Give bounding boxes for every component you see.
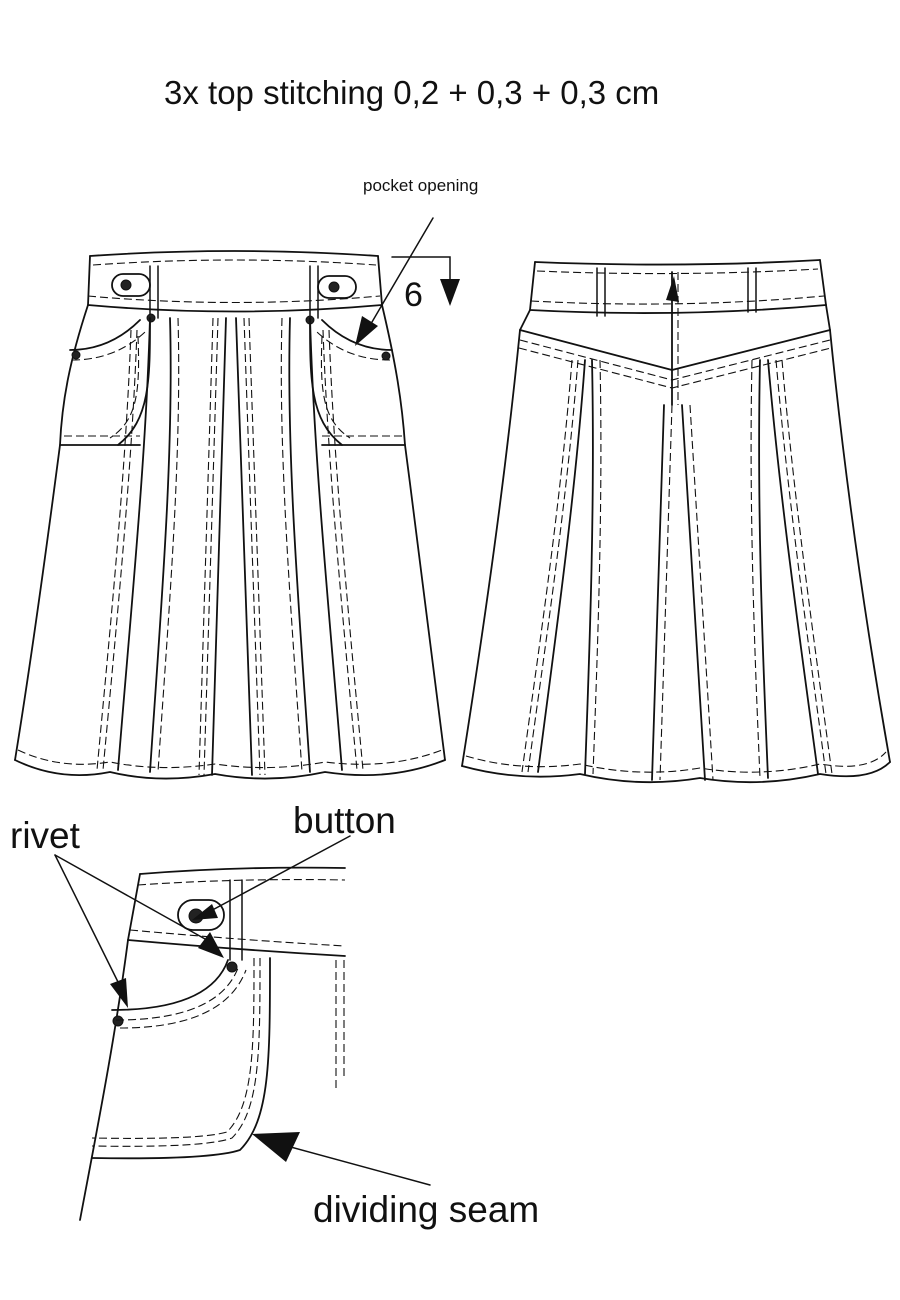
front-right-side-seam (381, 304, 446, 761)
pointer-button (204, 835, 351, 915)
belt-loop-left (149, 265, 159, 319)
arrowhead-button (192, 904, 218, 920)
front-waistband-left-edge (87, 255, 91, 306)
belt-loop-right (309, 265, 319, 319)
front-pocket-right-stitch (316, 331, 391, 361)
skirt-front-view (14, 217, 460, 780)
front-panel-seams (96, 317, 364, 776)
arrowhead-dividing-seam (252, 1132, 300, 1162)
button-tab-left (111, 273, 151, 297)
rivet-icon-front-right (381, 351, 391, 361)
label-dividing-seam: dividing seam (313, 1189, 540, 1230)
button-icon-left (120, 279, 132, 291)
rivet-icon-front-left (71, 350, 81, 360)
detail-rivet-icon-left (112, 1015, 124, 1027)
front-waistband-stitch-bottom (87, 295, 381, 304)
measure-bracket-6 (391, 256, 451, 283)
front-left-side-seam (14, 304, 89, 761)
label-pocket-opening: pocket opening (363, 176, 479, 195)
label-rivet: rivet (10, 815, 80, 856)
front-waistband-top (89, 250, 379, 257)
button-icon-right (328, 281, 340, 293)
label-button: button (293, 800, 396, 841)
front-hem-stitch (17, 749, 443, 769)
front-waistband-right-edge (377, 255, 383, 306)
front-pocket-left-opening (69, 319, 141, 351)
title-top-stitching: 3x top stitching 0,2 + 0,3 + 0,3 cm (164, 74, 660, 111)
skirt-back-view (461, 259, 891, 784)
arrowhead-measure-6 (440, 279, 460, 306)
pointer-rivet-top (54, 854, 215, 945)
front-waistband-bottom (87, 304, 383, 313)
front-pocket-left-curve-stitch (109, 335, 140, 439)
front-pocket-right-opening (321, 319, 393, 351)
pointer-rivet-left (54, 854, 123, 991)
front-hem (14, 759, 446, 780)
front-waistband-stitch-top (92, 259, 377, 266)
zipper-pull-icon (666, 276, 679, 302)
front-pocket-right-curve-stitch (320, 335, 351, 439)
rivet-icon-front-left-top (146, 313, 156, 323)
front-pocket-left-stitch (71, 331, 146, 361)
pointer-pocket-opening (371, 217, 434, 323)
detail-button-tab (177, 899, 225, 931)
pocket-detail-view (54, 835, 431, 1221)
label-measurement-6: 6 (404, 276, 423, 314)
arrowhead-rivet-left (110, 978, 128, 1008)
back-panel-seams (521, 359, 833, 781)
arrowhead-pocket-opening (355, 316, 378, 346)
detail-rivet-icon-top (226, 961, 238, 973)
arrowhead-rivet-top (198, 932, 224, 958)
button-tab-right (317, 275, 357, 299)
